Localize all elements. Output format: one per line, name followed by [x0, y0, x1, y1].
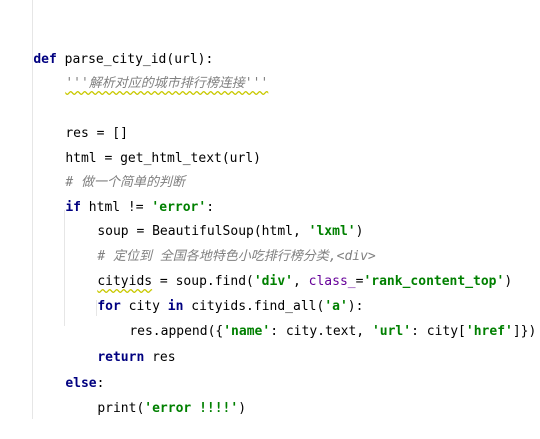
- string-div: 'div': [253, 274, 293, 289]
- kwarg-class: class_: [308, 274, 356, 289]
- close-paren-colon: ):: [347, 299, 364, 314]
- string-rank-content-top: 'rank_content_top': [363, 274, 505, 289]
- city-text: : city.text,: [270, 324, 372, 339]
- string-url: 'url': [371, 324, 412, 339]
- append-call: res.append({: [129, 324, 224, 339]
- close-paren: ): [238, 401, 247, 416]
- keyword-for: for: [97, 299, 121, 314]
- string-a: 'a': [324, 299, 348, 314]
- comment-simple-check: # 做一个简单的判断: [65, 175, 185, 190]
- comment-locate: # 定位到 全国各地特色小吃排行榜分类,<div>: [97, 249, 376, 264]
- code-line-10[interactable]: cityids = soup.find('div', class_='rank_…: [66, 252, 512, 289]
- keyword-if: if: [65, 200, 81, 215]
- loop-var: city: [120, 299, 168, 314]
- string-name: 'name': [223, 324, 271, 339]
- close-brackets: ]}): [512, 324, 537, 339]
- print-call: print(: [97, 401, 145, 416]
- string-lxml: 'lxml': [308, 224, 356, 239]
- if-condition: html !=: [80, 200, 152, 215]
- identifier-cityids: cityids: [97, 274, 153, 289]
- string-error-bang: 'error !!!!': [144, 401, 239, 416]
- close-paren: ): [504, 274, 513, 289]
- code-line-8[interactable]: soup = BeautifulSoup(html, 'lxml'): [66, 202, 363, 239]
- function-signature: parse_city_id(url):: [56, 52, 214, 67]
- keyword-return: return: [97, 350, 145, 365]
- indent-guide-2: [64, 210, 65, 326]
- equals: =: [355, 274, 364, 289]
- close-paren: ): [355, 224, 364, 239]
- code-editor[interactable]: def parse_city_id(url): '''解析对应的城市排行榜连接'…: [0, 0, 540, 419]
- code-line-1[interactable]: def parse_city_id(url):: [2, 30, 213, 67]
- colon: :: [206, 200, 215, 215]
- find-call: = soup.find(: [152, 274, 254, 289]
- indent-guide-1: [32, 0, 33, 419]
- code-line-13[interactable]: return res: [66, 328, 175, 365]
- docstring: '''解析对应的城市排行榜连接''': [65, 76, 269, 91]
- string-error: 'error': [151, 200, 207, 215]
- statement-soup: soup = BeautifulSoup(html,: [97, 224, 309, 239]
- code-line-15[interactable]: print('error !!!!'): [66, 379, 246, 416]
- keyword-in: in: [167, 299, 184, 314]
- code-line-4[interactable]: res = []: [34, 104, 128, 141]
- code-line-7[interactable]: if html != 'error':: [34, 178, 214, 215]
- string-href: 'href': [465, 324, 513, 339]
- code-line-11[interactable]: for city in cityids.find_all('a'):: [66, 277, 363, 314]
- keyword-else: else: [65, 376, 97, 391]
- city-index: : city[: [411, 324, 466, 339]
- code-line-2[interactable]: '''解析对应的城市排行榜连接''': [34, 54, 268, 91]
- find-all-call: cityids.find_all(: [183, 299, 325, 314]
- return-value: res: [144, 350, 176, 365]
- code-line-9[interactable]: # 定位到 全国各地特色小吃排行榜分类,<div>: [66, 227, 375, 264]
- code-line-6[interactable]: # 做一个简单的判断: [34, 153, 185, 190]
- comma: ,: [293, 274, 309, 289]
- code-line-12[interactable]: res.append({'name': city.text, 'url': ci…: [98, 302, 536, 339]
- keyword-def: def: [33, 52, 57, 67]
- indent-guide-3: [96, 300, 97, 316]
- statement-html: html = get_html_text(url): [65, 151, 261, 166]
- colon: :: [96, 376, 105, 391]
- code-line-5[interactable]: html = get_html_text(url): [34, 129, 261, 166]
- statement-res: res = []: [65, 126, 128, 141]
- code-line-14[interactable]: else:: [34, 354, 104, 391]
